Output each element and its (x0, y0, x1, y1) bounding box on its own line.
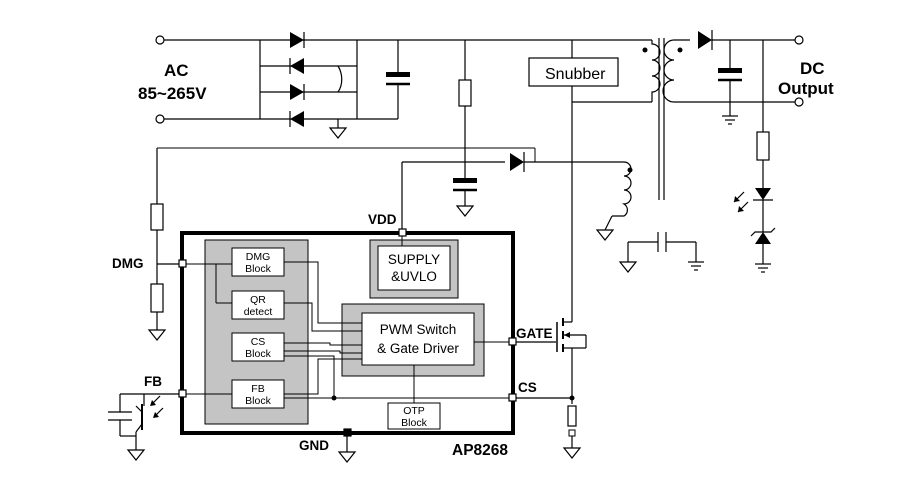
feedback-branch (733, 40, 776, 273)
transformer-primary (642, 40, 661, 102)
pwm-gate-driver-block: PWM Switch & Gate Driver (361, 312, 475, 366)
qr-detect-block: QR detect (231, 290, 285, 320)
pin-label-vdd: VDD (368, 212, 397, 227)
vdd-feed (401, 152, 612, 232)
ac-voltage-range: 85~265V (138, 84, 207, 103)
transformer-secondary (662, 39, 730, 103)
snubber: Snubber (528, 40, 652, 103)
supply-uvlo-block: SUPPLY &UVLO (377, 245, 451, 291)
vdd-capacitor (453, 150, 477, 217)
fb-block-title: FB (251, 383, 264, 395)
pwm-label: PWM Switch (380, 322, 457, 337)
output-rectifier (698, 30, 795, 50)
snubber-label: Snubber (545, 66, 606, 83)
optocoupler-transistor (126, 393, 179, 461)
cs-block-subtitle: Block (245, 348, 271, 360)
cs-block: CS Block (231, 332, 285, 362)
otp-block: OTP Block (387, 402, 441, 430)
bulk-capacitor (357, 39, 410, 120)
pin-label-cs: CS (518, 380, 537, 395)
ac-label: AC (164, 61, 189, 80)
dmg-block-subtitle: Block (245, 263, 271, 275)
pin-label-dmg: DMG (112, 256, 144, 271)
uvlo-label: &UVLO (391, 269, 437, 284)
otp-block-title: OTP (403, 405, 425, 417)
power-mosfet (516, 318, 587, 404)
gate-driver-label: & Gate Driver (377, 341, 459, 356)
fb-capacitor (108, 393, 144, 437)
fb-block: FB Block (231, 379, 285, 409)
ic-part-number: AP8268 (452, 442, 508, 459)
otp-block-subtitle: Block (401, 417, 427, 429)
qr-block-title: QR (250, 294, 266, 306)
fb-block-subtitle: Block (245, 395, 271, 407)
output-terminals (730, 35, 804, 107)
output-capacitor (718, 40, 742, 125)
y-capacitor (618, 232, 704, 273)
bridge-rectifier (259, 32, 358, 139)
qr-block-subtitle: detect (244, 306, 273, 318)
dc-label: DC (800, 59, 825, 78)
transformer-core (658, 38, 665, 200)
output-label: Output (778, 79, 834, 98)
supply-label: SUPPLY (388, 252, 440, 267)
pin-label-fb: FB (144, 374, 162, 389)
ac-input-terminals (155, 35, 260, 124)
cs-block-title: CS (251, 336, 266, 348)
startup-resistor (458, 40, 472, 150)
pin-label-gnd: GND (299, 438, 329, 453)
dmg-block: DMG Block (231, 247, 285, 277)
auxiliary-winding (595, 161, 633, 241)
internal-wiring (182, 232, 513, 403)
cs-sense-resistor (516, 395, 582, 459)
dmg-block-title: DMG (246, 251, 271, 263)
ic-ground (337, 436, 357, 463)
dmg-sense-line (147, 147, 536, 341)
pin-label-gate: GATE (516, 326, 553, 341)
